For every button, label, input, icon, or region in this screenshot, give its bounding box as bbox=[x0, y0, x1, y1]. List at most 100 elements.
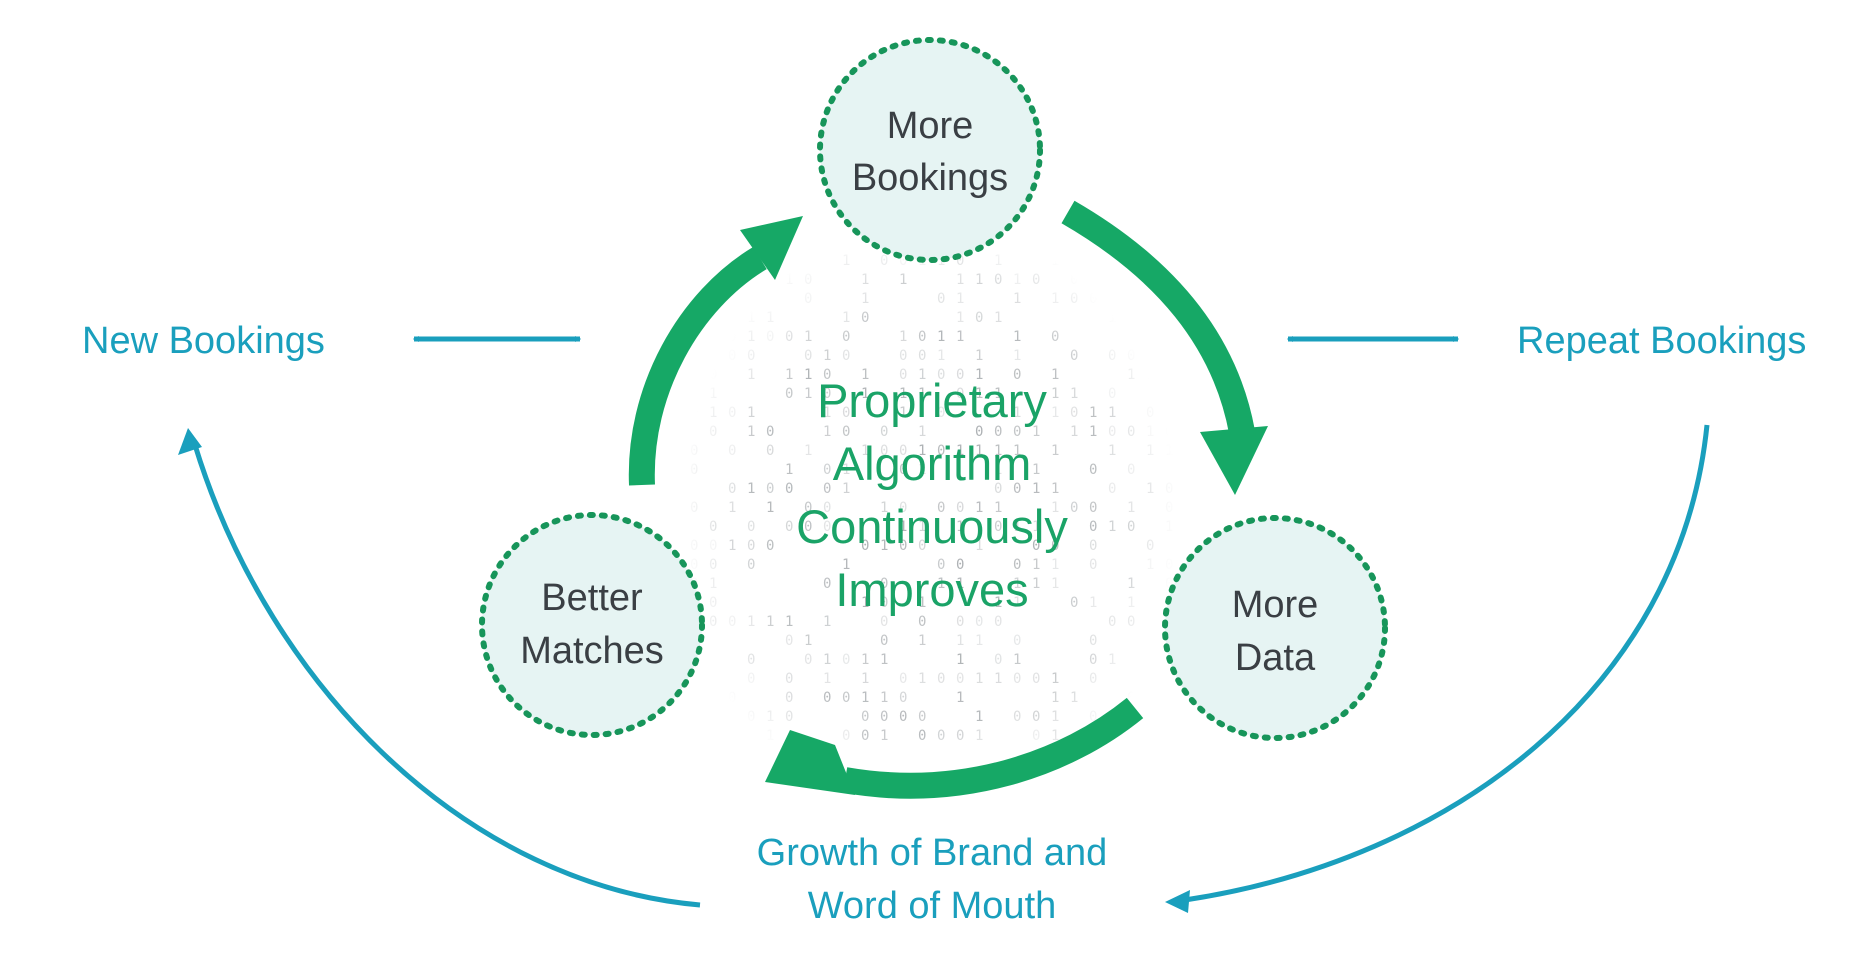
binary-digit: 1 bbox=[861, 367, 869, 383]
binary-digit: 0 bbox=[1089, 633, 1097, 649]
binary-digit: 1 bbox=[766, 728, 774, 744]
binary-digit: 0 bbox=[747, 291, 755, 307]
binary-digit: 0 bbox=[1146, 728, 1154, 744]
binary-digit: 1 bbox=[956, 633, 964, 649]
binary-digit: 1 bbox=[1032, 462, 1040, 478]
binary-digit: 0 bbox=[1051, 538, 1059, 554]
binary-digit: 1 bbox=[1013, 519, 1021, 535]
binary-digit: 0 bbox=[1070, 348, 1078, 364]
binary-digit: 1 bbox=[1146, 291, 1154, 307]
binary-digit: 0 bbox=[728, 690, 736, 706]
binary-digit: 1 bbox=[918, 595, 926, 611]
binary-digit: 1 bbox=[728, 538, 736, 554]
binary-digit: 1 bbox=[1146, 443, 1154, 459]
binary-digit: 0 bbox=[937, 405, 945, 421]
binary-digit: 1 bbox=[1108, 310, 1116, 326]
binary-digit: 0 bbox=[690, 557, 698, 573]
binary-digit: 0 bbox=[1013, 671, 1021, 687]
binary-digit: 0 bbox=[1165, 424, 1173, 440]
binary-digit: 1 bbox=[861, 386, 869, 402]
binary-digit: 0 bbox=[785, 709, 793, 725]
binary-digit: 1 bbox=[709, 576, 717, 592]
binary-digit: 1 bbox=[994, 386, 1002, 402]
binary-digit: 1 bbox=[1127, 272, 1135, 288]
binary-digit: 1 bbox=[1051, 709, 1059, 725]
binary-digit: 0 bbox=[1013, 633, 1021, 649]
binary-digit: 0 bbox=[1013, 557, 1021, 573]
binary-digit: 1 bbox=[747, 310, 755, 326]
binary-digit: 0 bbox=[1013, 481, 1021, 497]
binary-digit: 1 bbox=[1013, 595, 1021, 611]
binary-digit: 0 bbox=[690, 405, 698, 421]
binary-digit: 1 bbox=[747, 405, 755, 421]
binary-digit: 1 bbox=[880, 500, 888, 516]
binary-digit: 0 bbox=[861, 709, 869, 725]
binary-digit: 0 bbox=[1013, 709, 1021, 725]
binary-digit: 0 bbox=[918, 348, 926, 364]
binary-digit: 1 bbox=[899, 329, 907, 345]
binary-digit: 0 bbox=[823, 519, 831, 535]
binary-digit: 0 bbox=[880, 595, 888, 611]
binary-digit: 0 bbox=[766, 443, 774, 459]
binary-digit: 0 bbox=[975, 310, 983, 326]
binary-digit: 0 bbox=[842, 690, 850, 706]
binary-digit: 1 bbox=[1165, 348, 1173, 364]
binary-digit: 1 bbox=[1108, 652, 1116, 668]
binary-digit: 0 bbox=[1146, 348, 1154, 364]
binary-digit: 0 bbox=[861, 728, 869, 744]
binary-digit: 0 bbox=[1165, 557, 1173, 573]
binary-digit: 0 bbox=[1108, 481, 1116, 497]
binary-digit: 0 bbox=[766, 329, 774, 345]
binary-digit: 1 bbox=[823, 671, 831, 687]
binary-digit: 0 bbox=[899, 443, 907, 459]
binary-digit: 1 bbox=[880, 728, 888, 744]
binary-digit: 1 bbox=[709, 253, 717, 269]
binary-digit: 0 bbox=[709, 310, 717, 326]
binary-digit: 1 bbox=[975, 633, 983, 649]
binary-digit: 1 bbox=[1051, 557, 1059, 573]
binary-digit: 0 bbox=[690, 462, 698, 478]
binary-digit: 0 bbox=[1127, 690, 1135, 706]
binary-digit: 0 bbox=[918, 329, 926, 345]
binary-digit: 0 bbox=[1127, 614, 1135, 630]
node-more-bookings: More Bookings bbox=[817, 37, 1043, 263]
binary-digit: 0 bbox=[747, 519, 755, 535]
binary-digit: 1 bbox=[1051, 386, 1059, 402]
binary-digit: 0 bbox=[994, 272, 1002, 288]
binary-digit: 1 bbox=[1032, 576, 1040, 592]
binary-digit: 0 bbox=[1089, 519, 1097, 535]
binary-digit: 0 bbox=[690, 671, 698, 687]
binary-digit: 0 bbox=[766, 538, 774, 554]
binary-digit: 0 bbox=[1165, 367, 1173, 383]
binary-digit: 1 bbox=[1013, 443, 1021, 459]
binary-digit: 0 bbox=[899, 367, 907, 383]
binary-digit: 0 bbox=[956, 386, 964, 402]
binary-digit: 0 bbox=[823, 500, 831, 516]
binary-digit: 0 bbox=[994, 614, 1002, 630]
binary-digit: 0 bbox=[937, 443, 945, 459]
binary-digit: 1 bbox=[899, 519, 907, 535]
binary-digit: 0 bbox=[766, 272, 774, 288]
binary-digit: 1 bbox=[994, 671, 1002, 687]
binary-digit: 0 bbox=[937, 500, 945, 516]
binary-digit: 0 bbox=[804, 348, 812, 364]
binary-digit: 1 bbox=[709, 671, 717, 687]
cycle-arrow-left-to-top bbox=[628, 216, 803, 486]
binary-digit: 0 bbox=[709, 614, 717, 630]
binary-digit: 0 bbox=[1165, 576, 1173, 592]
binary-digit: 1 bbox=[1146, 367, 1154, 383]
binary-digit: 1 bbox=[956, 310, 964, 326]
binary-digit: 1 bbox=[1127, 576, 1135, 592]
binary-digit: 1 bbox=[747, 272, 755, 288]
binary-digit: 0 bbox=[880, 614, 888, 630]
binary-digit: 0 bbox=[785, 481, 793, 497]
binary-digit: 0 bbox=[880, 576, 888, 592]
binary-digit: 1 bbox=[1070, 690, 1078, 706]
binary-digit: 1 bbox=[1108, 291, 1116, 307]
binary-digit: 0 bbox=[766, 481, 774, 497]
binary-digit: 1 bbox=[1051, 481, 1059, 497]
binary-digit: 0 bbox=[709, 538, 717, 554]
binary-digit: 1 bbox=[975, 538, 983, 554]
binary-digit: 1 bbox=[956, 291, 964, 307]
binary-digit: 1 bbox=[1089, 405, 1097, 421]
